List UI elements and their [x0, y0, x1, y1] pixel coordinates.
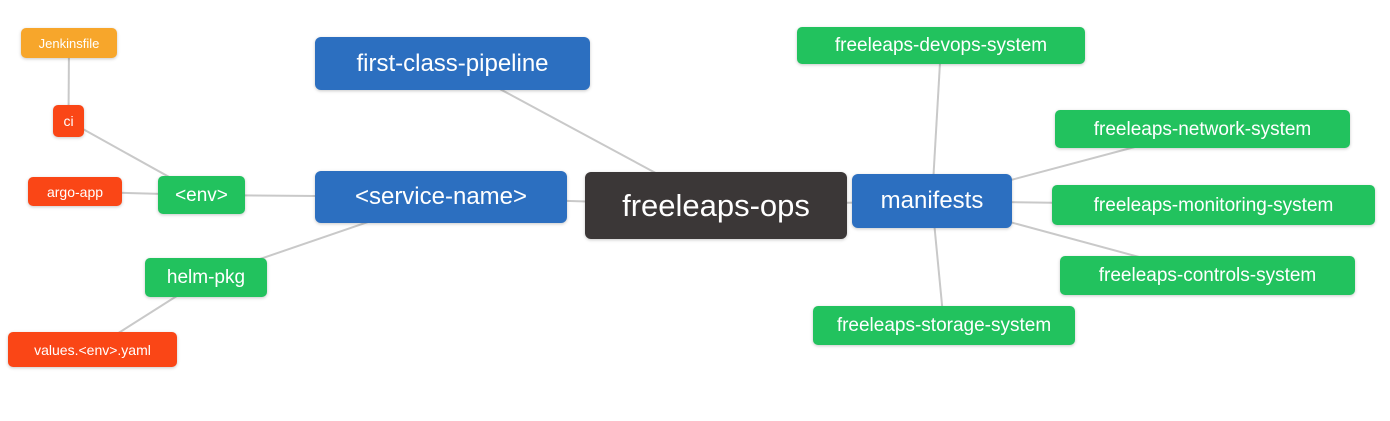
mindmap-node-ci[interactable]: ci: [53, 105, 84, 137]
mindmap-node-values-env-yaml[interactable]: values.<env>.yaml: [8, 332, 177, 367]
mindmap-node-storage-system[interactable]: freeleaps-storage-system: [813, 306, 1075, 345]
mindmap-node-env[interactable]: <env>: [158, 176, 245, 214]
mindmap-node-controls-system[interactable]: freeleaps-controls-system: [1060, 256, 1355, 295]
mindmap-node-monitoring-system[interactable]: freeleaps-monitoring-system: [1052, 185, 1375, 225]
mindmap-node-first-class-pipeline[interactable]: first-class-pipeline: [315, 37, 590, 90]
mindmap-node-manifests[interactable]: manifests: [852, 174, 1012, 228]
mindmap-node-service-name[interactable]: <service-name>: [315, 171, 567, 223]
mindmap-node-helm-pkg[interactable]: helm-pkg: [145, 258, 267, 297]
mindmap-node-network-system[interactable]: freeleaps-network-system: [1055, 110, 1350, 148]
mindmap-node-argo-app[interactable]: argo-app: [28, 177, 122, 206]
mindmap-node-devops-system[interactable]: freeleaps-devops-system: [797, 27, 1085, 64]
mindmap-node-freeleaps-ops[interactable]: freeleaps-ops: [585, 172, 847, 239]
mindmap-node-jenkinsfile[interactable]: Jenkinsfile: [21, 28, 117, 58]
